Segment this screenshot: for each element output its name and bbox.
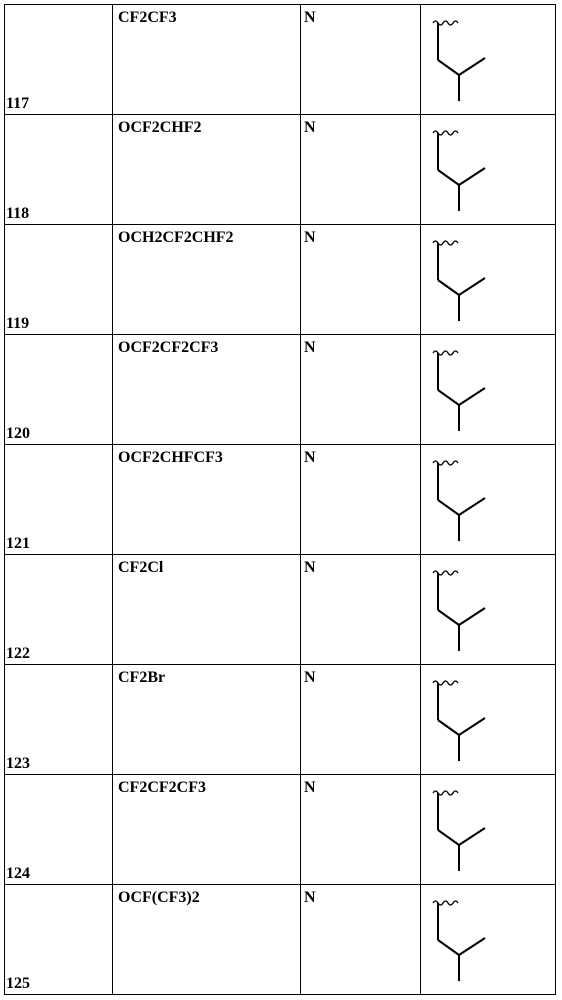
isobutyl-structure-icon [429,345,489,433]
heteroatom-cell: N [301,775,421,885]
substituent-formula: CF2Br [113,665,300,687]
heteroatom-label: N [301,445,420,467]
structure-cell [421,775,556,885]
heteroatom-label: N [301,555,420,577]
heteroatom-label: N [301,775,420,797]
compound-id-cell: 120 [5,335,113,445]
isobutyl-structure-icon [429,125,489,213]
substituent-formula: CF2CF2CF3 [113,775,300,797]
isobutyl-structure-icon [429,15,489,103]
substituent-formula: OCF2CHFCF3 [113,445,300,467]
substituent-formula: OCF2CHF2 [113,115,300,137]
substituent-cell: CF2CF3 [113,5,301,115]
isobutyl-structure-icon [429,235,489,323]
compound-id: 120 [6,425,30,443]
heteroatom-cell: N [301,665,421,775]
structure-cell [421,335,556,445]
heteroatom-cell: N [301,5,421,115]
heteroatom-cell: N [301,335,421,445]
heteroatom-cell: N [301,885,421,995]
table-row: 122 CF2ClN [5,555,556,665]
structure-cell [421,225,556,335]
table-row: 118 OCF2CHF2N [5,115,556,225]
heteroatom-label: N [301,335,420,357]
heteroatom-cell: N [301,115,421,225]
isobutyl-structure-icon [429,455,489,543]
compound-id: 119 [6,315,29,333]
table-row: 117 CF2CF3N [5,5,556,115]
substituent-cell: OCH2CF2CHF2 [113,225,301,335]
substituent-formula: CF2Cl [113,555,300,577]
heteroatom-cell: N [301,555,421,665]
substituent-cell: OCF2CF2CF3 [113,335,301,445]
substituent-cell: CF2Br [113,665,301,775]
structure-cell [421,885,556,995]
substituent-formula: CF2CF3 [113,5,300,27]
table-row: 125 OCF(CF3)2N [5,885,556,995]
compound-id-cell: 122 [5,555,113,665]
substituent-cell: CF2CF2CF3 [113,775,301,885]
table-row: 124 CF2CF2CF3N [5,775,556,885]
table-row: 121 OCF2CHFCF3N [5,445,556,555]
table-row: 119 OCH2CF2CHF2N [5,225,556,335]
isobutyl-structure-icon [429,565,489,653]
heteroatom-label: N [301,885,420,907]
compound-id: 121 [6,535,30,553]
compound-id-cell: 121 [5,445,113,555]
isobutyl-structure-icon [429,895,489,983]
compound-id-cell: 117 [5,5,113,115]
heteroatom-label: N [301,665,420,687]
substituent-cell: OCF(CF3)2 [113,885,301,995]
compound-id: 122 [6,645,30,663]
substituent-formula: OCF(CF3)2 [113,885,300,907]
heteroatom-label: N [301,225,420,247]
structure-cell [421,5,556,115]
structure-cell [421,445,556,555]
structure-cell [421,665,556,775]
compound-id-cell: 119 [5,225,113,335]
compound-id: 118 [6,205,29,223]
table-row: 123 CF2BrN [5,665,556,775]
compound-id-cell: 124 [5,775,113,885]
substituent-cell: CF2Cl [113,555,301,665]
substituent-cell: OCF2CHFCF3 [113,445,301,555]
substituent-formula: OCF2CF2CF3 [113,335,300,357]
heteroatom-cell: N [301,225,421,335]
compound-id: 125 [6,975,30,993]
structure-cell [421,555,556,665]
compound-id-cell: 125 [5,885,113,995]
isobutyl-structure-icon [429,675,489,763]
compound-table-body: 117CF2CF3N118OCF2CHF2N119OCH2CF2CHF2N120… [5,5,556,995]
heteroatom-label: N [301,115,420,137]
heteroatom-cell: N [301,445,421,555]
compound-id: 124 [6,865,30,883]
compound-id-cell: 123 [5,665,113,775]
compound-table: 117CF2CF3N118OCF2CHF2N119OCH2CF2CHF2N120… [4,4,556,995]
compound-id-cell: 118 [5,115,113,225]
structure-cell [421,115,556,225]
compound-id: 117 [6,95,29,113]
isobutyl-structure-icon [429,785,489,873]
compound-id: 123 [6,755,30,773]
substituent-cell: OCF2CHF2 [113,115,301,225]
substituent-formula: OCH2CF2CHF2 [113,225,300,247]
heteroatom-label: N [301,5,420,27]
table-row: 120 OCF2CF2CF3N [5,335,556,445]
